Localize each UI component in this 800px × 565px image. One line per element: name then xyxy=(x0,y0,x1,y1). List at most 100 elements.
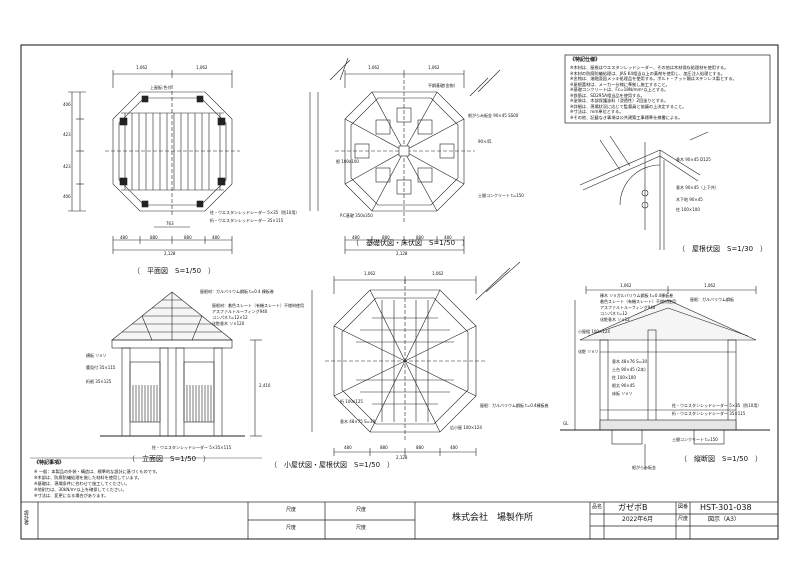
foundation-dim-top-1: 1,062 xyxy=(368,65,380,70)
section-label-5: コンパネ t=12 xyxy=(600,311,628,316)
roof-framing-view xyxy=(311,261,521,456)
roof-framing-view-title: （ 小屋伏図・屋根伏図 S=1/50 ） xyxy=(270,461,395,469)
general-note-line: ※ 一般：本製品の外装・構造は、標準的な設計に基づくものです。 xyxy=(34,469,160,474)
drawing-date: 2022年6月 xyxy=(622,516,654,523)
spec-note-line: ※鉄筋は、SD295A相当品を使用する。 xyxy=(570,92,645,98)
plan-dim-left-1: 406 xyxy=(63,102,71,107)
roof-framing-label-l2: 垂木 48×75 S=30 xyxy=(340,419,376,424)
foundation-dim-bottom-3: 880 xyxy=(416,235,424,240)
roof-framing-dim-bottom-4: 480 xyxy=(450,445,458,450)
roof-framing-dim-bottom-1: 480 xyxy=(344,445,352,450)
section-gl: GL xyxy=(563,421,569,426)
section-label-1: 棟木 ソ×ガルバリウム鋼板 t=0.4棟板巻 xyxy=(600,293,674,298)
roof-detail-view xyxy=(579,131,709,250)
elevation-height: 2,410 xyxy=(259,383,271,388)
elevation-view-title: （ 立面図 S=1/50 ） xyxy=(128,455,211,463)
plan-label-top: 上屋板:色付 xyxy=(150,85,172,90)
roof-detail-view-title: （ 屋根伏図 S=1/30 ） xyxy=(678,245,768,253)
revision-label-2: 尺度 xyxy=(356,507,367,513)
plan-dim-bottom-3: 880 xyxy=(184,235,192,240)
plan-dim-left-2: 423 xyxy=(63,132,71,137)
spec-note-line: ※木材は、屋根はウエスタンレッドシーダー、その他は木材保存処理材を使用する。 xyxy=(570,65,729,70)
roof-framing-dim-top-2: 1,062 xyxy=(432,271,444,276)
revision-label-4: 尺度 xyxy=(356,525,367,531)
section-view-title: （ 縦断図 S=1/50 ） xyxy=(680,455,763,463)
elevation-label-b: 柱・ウエスタンレッドシーダー 5×35×115 xyxy=(152,445,232,450)
general-note-line: ※基礎は、現場条件に合わせて施工してください。 xyxy=(34,481,130,486)
foundation-view-title: （ 基礎伏図・床伏図 S=1/50 ） xyxy=(352,239,470,247)
section-label-r1: 柱・ウエスタンレッドシーダー 5×35（防10用） xyxy=(672,403,762,408)
section-label-r4: 根がらみ板金 xyxy=(632,465,656,470)
company-name: 株式会社 場製作所 xyxy=(452,513,534,523)
scale-label: 尺度 xyxy=(678,516,689,522)
elevation-label-r4: 化粧垂木 ソ×120 xyxy=(212,321,245,326)
spec-note-line: ※基礎コンクリートは、Fc=18N/mm²以上とする。 xyxy=(570,87,669,92)
elevation-label-l3: 桁根 35×125 xyxy=(86,379,112,384)
section-label-2: 屋根：ガルバリウム鋼板 xyxy=(690,297,734,302)
section-label-l6: 根太 90×45 xyxy=(612,383,635,388)
elevation-view xyxy=(100,291,262,437)
foundation-view xyxy=(309,57,501,254)
elevation-label-top: 屋根材：ガルバリウム鋼板 t=0.4 棟板巻 xyxy=(200,289,274,294)
general-note-line: ※寸法は、変更になる場合があります。 xyxy=(34,493,109,498)
section-label-r3: 土間コンクリート t=150 xyxy=(672,437,718,442)
roof-framing-dim-bottom-3: 880 xyxy=(416,445,424,450)
spec-note-line: ※塗装は、木部保護塗料（浸透性）2回塗りとする。 xyxy=(570,98,669,103)
general-note-line: ※木部は、防腐防蟻処理を施した材料を使用しています。 xyxy=(34,475,142,480)
elevation-label-r2: アスファルトルーフィング940 xyxy=(212,309,268,314)
roof-framing-label-r1: 屋根：ガルバリウム鋼板 t=0.4棟板巻 xyxy=(480,403,549,408)
foundation-dim-total: 2,128 xyxy=(396,251,408,256)
spec-note-line: ※金物は、溶融亜鉛メッキ処理品を使用する。ボルト・ナット類はステンレス製とする。 xyxy=(570,76,737,81)
spec-notes-title: 《特記仕様》 xyxy=(570,57,601,63)
spec-note-line: ※詳細は、現場状況に応じて監督員と協議の上決定すること。 xyxy=(570,103,687,109)
designer-label: 設計者 xyxy=(23,510,29,525)
spec-note-line: ※その他、記載なき事項は公共建築工事標準仕様書による。 xyxy=(570,114,683,120)
section-label-6: 化粧垂木 ソ×12 xyxy=(600,317,630,322)
foundation-label-b: P.C基礎 350x350 xyxy=(340,213,373,218)
roof-framing-label-b: 広小屋 100×124 xyxy=(450,425,482,430)
plan-view xyxy=(68,70,240,254)
plan-label-mid: 763 xyxy=(166,221,174,226)
elevation-label-l2: 腰見付 35×115 xyxy=(86,365,116,370)
plan-view-title: （ 平面図 S=1/50 ） xyxy=(133,267,216,275)
plan-dim-total: 2,128 xyxy=(164,251,176,256)
general-note-line: ※地耐力は、30kN/m²以上を確保してください。 xyxy=(34,487,127,492)
spec-note-line: ※寸法は、mm単位とする。 xyxy=(570,109,624,114)
section-label-4: アスファルトルーフィング940 xyxy=(600,305,656,310)
plan-dim-top-1: 1,062 xyxy=(136,65,148,70)
section-label-l3: 垂木 48×76 S=30 xyxy=(612,359,648,364)
scale-value: 図示（A3） xyxy=(708,516,740,523)
foundation-label-l1: 根 100x100 xyxy=(336,159,359,164)
section-label-l4: 土台 90×45 (2本) xyxy=(612,367,646,372)
revision-label-3: 尺度 xyxy=(286,525,297,531)
foundation-dim-top-2: 1,062 xyxy=(428,65,440,70)
plan-dim-bottom-1: 480 xyxy=(120,235,128,240)
roof-framing-dim-top-1: 1,062 xyxy=(364,271,376,276)
spec-note-line: ※屋根葺材は、メーカー仕様に準拠し施工すること。 xyxy=(570,81,670,87)
section-label-l1: 小屋組 100×124 xyxy=(578,329,610,334)
plan-label-b1: 柱・ウエスタンレッドシーダー 5×35（防10用） xyxy=(210,210,300,215)
foundation-label-top: 平鋼基礎(金物) xyxy=(428,83,456,88)
roof-framing-label-l1: 桁 100x125 xyxy=(340,399,363,404)
elevation-label-r1: 屋根材：着色スレート（有機スレート）不燃材使用 xyxy=(212,303,304,308)
general-notes-title: 《特記事項》 xyxy=(34,460,65,466)
foundation-label-r1: 根がらみ板金 90×45 SS00 xyxy=(468,113,519,118)
plan-label-b2: 桁・ウエスタンレッドシーダー 35×115 xyxy=(210,218,284,223)
drawing-number: HST-301-038 xyxy=(700,503,752,512)
elevation-label-l1: 横板 ソ×ソ xyxy=(86,353,107,358)
elevation-label-r3: コンパネ t=12×12 xyxy=(212,315,248,320)
plan-dim-left-4: 406 xyxy=(63,194,71,199)
foundation-dim-bottom-4: 480 xyxy=(444,235,452,240)
roof-framing-dim-total: 2,128 xyxy=(396,455,408,460)
foundation-label-r2: 90×45 xyxy=(478,139,492,144)
spec-note-line: ※木材の防腐防蟻処理は、JAS K4相当以上の薬剤を使用し、加圧注入処理とする。 xyxy=(570,70,725,76)
plan-dim-bottom-4: 480 xyxy=(212,235,220,240)
name-label: 品名 xyxy=(592,504,603,510)
title-block-grid xyxy=(20,501,779,540)
plan-dim-left-3: 423 xyxy=(63,164,71,169)
foundation-label-r3: 土間コンクリート t=150 xyxy=(478,193,524,198)
revision-label-1: 尺度 xyxy=(286,507,297,513)
spec-notes-box xyxy=(564,54,771,124)
foundation-dim-bottom-1: 480 xyxy=(352,235,360,240)
